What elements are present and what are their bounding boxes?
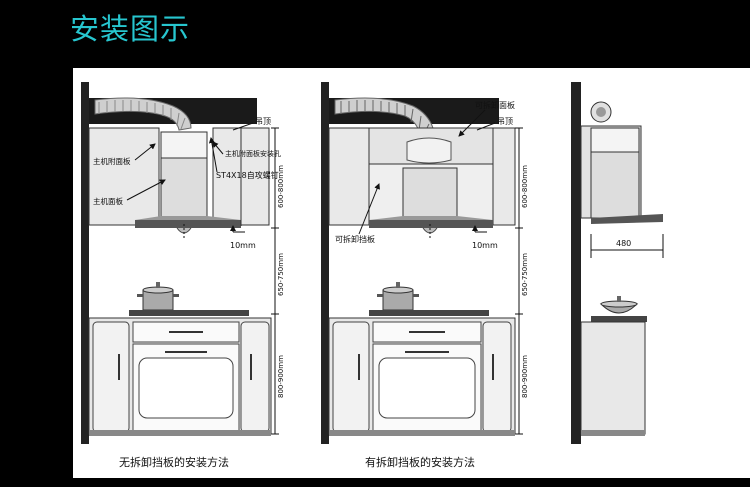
- left-dim-hood: 600-800mm: [277, 165, 285, 208]
- middle-removable-panel-label: 可拆卸面板: [475, 100, 515, 110]
- left-mount-hole-label: 主机附面板安装孔: [225, 149, 281, 158]
- left-wall: [81, 82, 89, 444]
- installation-diagram-sheet: 10mm 600-800mm 650-750mm 800-900mm 吊顶 主机…: [73, 68, 750, 478]
- middle-wall: [321, 82, 329, 444]
- middle-dim-hood: 600-800mm: [521, 165, 529, 208]
- left-upper-cabinet-left: [88, 127, 160, 226]
- left-hood-body: [135, 220, 241, 228]
- middle-ceiling-label: 吊顶: [497, 117, 513, 126]
- middle-dim-cabinet: 800-900mm: [521, 355, 529, 398]
- right-wall: [571, 82, 581, 444]
- left-gap-label: 10mm: [230, 241, 256, 250]
- middle-baffle-label: 可拆卸挡板: [335, 234, 375, 244]
- middle-gap-label: 10mm: [472, 241, 498, 250]
- left-dim-cabinet: 800-900mm: [277, 355, 285, 398]
- left-dim-cook: 650-750mm: [277, 253, 285, 296]
- page-title: 安装图示: [70, 12, 191, 46]
- installation-diagrams: 10mm 600-800mm 650-750mm 800-900mm 吊顶 主机…: [81, 82, 664, 469]
- middle-installation-diagram: 10mm 600-800mm 650-750mm 800-900mm 可拆卸面板…: [321, 82, 529, 469]
- middle-cooking-pot: [377, 282, 419, 311]
- right-side-view-diagram: 480: [571, 82, 664, 444]
- left-ceiling-label: 吊顶: [255, 117, 271, 126]
- left-screw-label: ST4X18自攻螺钉: [216, 170, 279, 180]
- right-depth-label: 480: [616, 239, 631, 248]
- left-main-panel-label: 主机面板: [93, 196, 123, 206]
- left-cooking-pot: [137, 282, 179, 311]
- middle-caption: 有拆卸挡板的安装方法: [365, 455, 475, 469]
- left-flex-duct: [94, 97, 192, 131]
- right-lower-cabinet: [580, 321, 646, 435]
- right-wok: [599, 296, 639, 314]
- middle-dim-cook: 650-750mm: [521, 253, 529, 296]
- left-installation-diagram: 10mm 600-800mm 650-750mm 800-900mm 吊顶 主机…: [81, 82, 285, 469]
- left-chimney-upper: [160, 131, 208, 159]
- left-stove-top: [129, 310, 249, 316]
- right-hood-canopy: [591, 214, 663, 224]
- left-hood-glass: [135, 216, 241, 220]
- left-chimney-lower: [160, 157, 208, 219]
- left-side-panel-label: 主机附面板: [93, 156, 131, 166]
- left-caption: 无拆卸挡板的安装方法: [119, 455, 229, 469]
